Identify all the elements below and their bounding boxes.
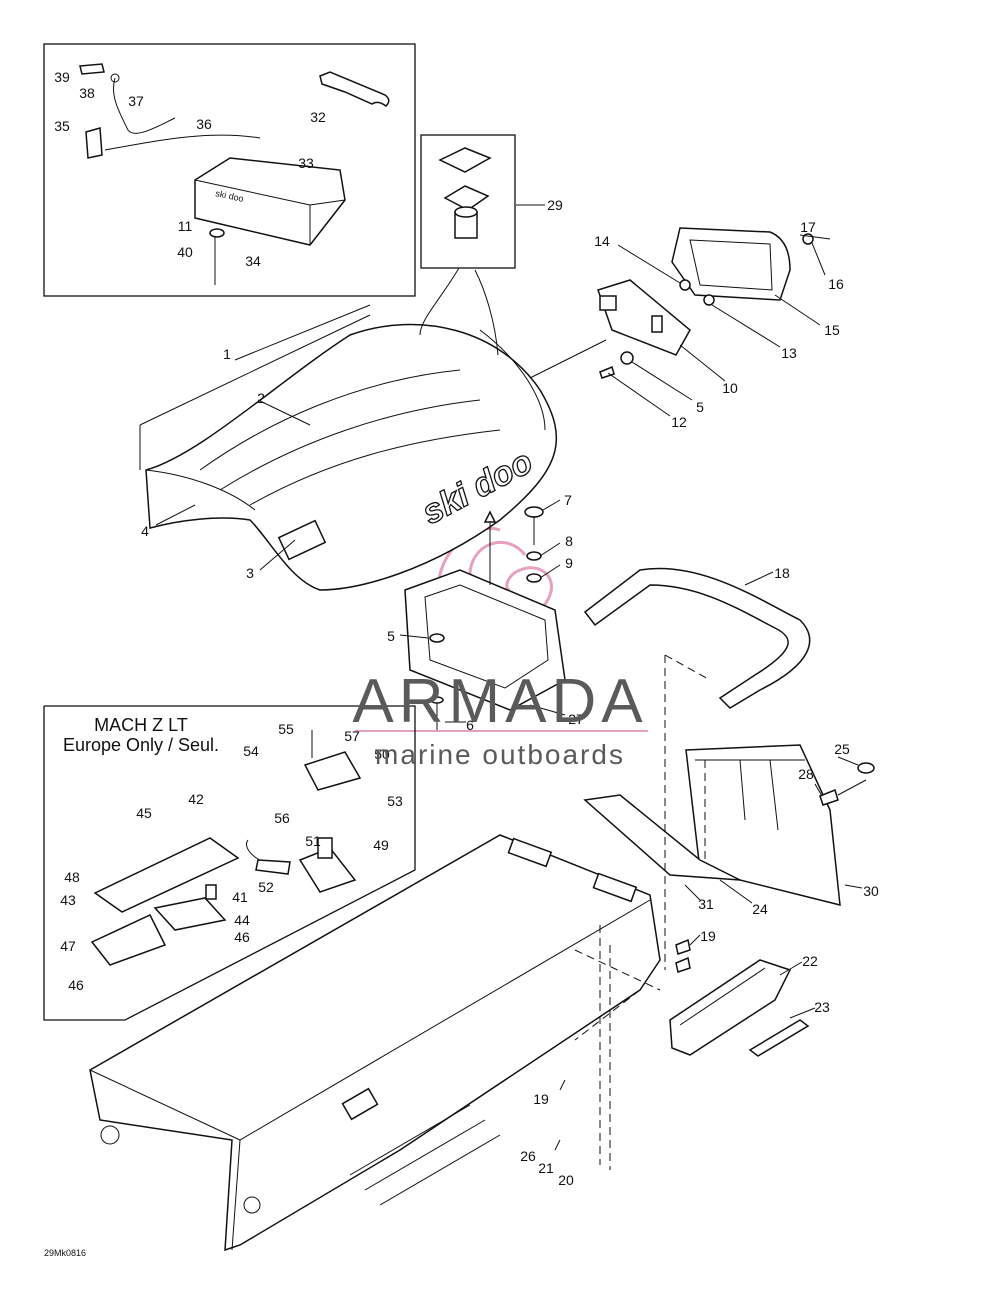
callout-8: 8 (565, 533, 573, 549)
taillight (597, 227, 814, 379)
callout-42: 42 (188, 791, 204, 807)
callout-11: 11 (178, 218, 193, 234)
callout-25: 25 (834, 741, 850, 757)
callout-17: 17 (800, 219, 816, 235)
callout-16: 16 (828, 276, 844, 292)
callout-22: 22 (802, 953, 818, 969)
callout-30: 30 (863, 883, 879, 899)
callout-4: 4 (141, 523, 149, 539)
callout-29: 29 (547, 197, 563, 213)
rear-flap (583, 744, 875, 906)
callout-19: 19 (700, 928, 716, 944)
callout-18: 18 (774, 565, 790, 581)
callout-6: 6 (466, 717, 474, 733)
callout-3: 3 (246, 565, 254, 581)
callout-45: 45 (136, 805, 152, 821)
callout-26: 26 (520, 1148, 536, 1164)
callout-51: 51 (305, 833, 321, 849)
callout-47: 47 (60, 938, 76, 954)
bumper (669, 938, 810, 1057)
callout-19: 19 (533, 1091, 549, 1107)
inset-mach-z: MACH Z LT Europe Only / Seul. (43, 705, 416, 1021)
callout-27: 27 (568, 711, 584, 727)
callout-32: 32 (310, 109, 326, 125)
callout-36: 36 (196, 116, 212, 132)
callout-46: 46 (234, 929, 250, 945)
inset-toolkit-frame (43, 43, 416, 297)
callout-24: 24 (752, 901, 768, 917)
callout-13: 13 (781, 345, 797, 361)
callout-40: 40 (177, 244, 193, 260)
callout-23: 23 (814, 999, 830, 1015)
callout-56: 56 (274, 810, 290, 826)
callout-1: 1 (223, 346, 231, 362)
seat: ski doo (139, 314, 558, 591)
inset-title-line2: Europe Only / Seul. (63, 735, 219, 755)
callout-14: 14 (594, 233, 610, 249)
callout-5: 5 (696, 399, 704, 415)
callout-35: 35 (54, 118, 70, 134)
callout-33: 33 (298, 155, 314, 171)
callout-43: 43 (60, 892, 76, 908)
watermark-tagline: marine outboards (375, 739, 625, 770)
callout-57: 57 (344, 728, 360, 744)
inset-gasket (420, 134, 516, 269)
callout-10: 10 (722, 380, 738, 396)
callout-34: 34 (245, 253, 261, 269)
callout-39: 39 (54, 69, 70, 85)
seat-vent-3 (277, 519, 327, 561)
callout-53: 53 (387, 793, 403, 809)
callout-15: 15 (824, 322, 840, 338)
callout-5: 5 (387, 628, 395, 644)
leader-lines (155, 204, 863, 1170)
callout-54: 54 (243, 743, 259, 759)
callout-55: 55 (278, 721, 294, 737)
inset-toolkit: ski doo (43, 43, 416, 297)
callout-37: 37 (128, 93, 144, 109)
callout-44: 44 (234, 912, 250, 928)
tunnel (89, 834, 661, 1252)
callout-12: 12 (671, 414, 687, 430)
callout-52: 52 (258, 879, 274, 895)
drawing-code: 29Mk0816 (44, 1248, 86, 1258)
callout-21: 21 (538, 1160, 554, 1176)
callout-7: 7 (564, 492, 572, 508)
callout-48: 48 (64, 869, 80, 885)
callout-31: 31 (698, 896, 714, 912)
callout-50: 50 (374, 746, 390, 762)
callout-28: 28 (798, 766, 814, 782)
callout-38: 38 (79, 85, 95, 101)
callout-49: 49 (373, 837, 389, 853)
inset-title-line1: MACH Z LT (94, 715, 188, 735)
callout-9: 9 (565, 555, 573, 571)
storage-box (404, 506, 566, 730)
grab-handle (583, 567, 811, 709)
callout-2: 2 (257, 390, 265, 406)
watermark-brand: ARMADA (352, 667, 647, 736)
callout-46: 46 (68, 977, 84, 993)
callout-20: 20 (558, 1172, 574, 1188)
callout-41: 41 (232, 889, 248, 905)
